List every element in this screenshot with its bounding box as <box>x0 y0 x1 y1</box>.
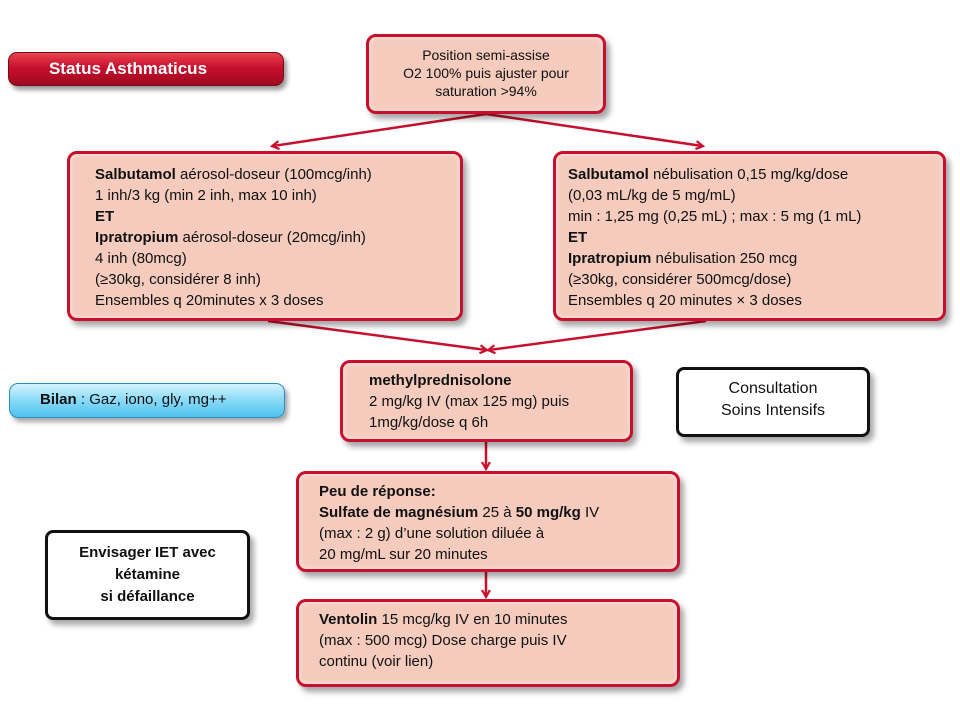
bilan-text: : Gaz, iono, gly, mg++ <box>76 391 227 408</box>
page-title: Status Asthmaticus <box>48 59 208 78</box>
left-line-6: (≥30kg, considérer 8 inh) <box>95 271 261 288</box>
position-line-3: saturation >94% <box>435 83 537 99</box>
magnesium-line-2: Sulfate de magnésium 25 à 50 mg/kg IV <box>319 504 600 521</box>
right-line-3: min : 1,25 mg (0,25 mL) ; max : 5 mg (1 … <box>568 208 862 225</box>
salbutamol-aerosol-box: Salbutamol aérosol-doseur (100mcg/inh) 1… <box>67 151 463 321</box>
bilan-badge: Bilan : Gaz, iono, gly, mg++ <box>9 383 285 418</box>
magnesium-box: Peu de réponse: Sulfate de magnésium 25 … <box>296 471 680 572</box>
consult-line-1: Consultation <box>728 380 818 397</box>
left-line-4: Ipratropium aérosol-doseur (20mcg/inh) <box>95 229 366 246</box>
magnesium-line-3: (max : 2 g) d’une solution diluée à <box>319 525 545 542</box>
methyl-line-1: methylprednisolone <box>369 372 512 389</box>
consultation-box: Consultation Soins Intensifs <box>676 367 870 437</box>
ventolin-line-1: Ventolin 15 mcg/kg IV en 10 minutes <box>319 611 568 628</box>
magnesium-line-4: 20 mg/mL sur 20 minutes <box>319 546 488 563</box>
ventolin-line-3: continu (voir lien) <box>319 653 434 670</box>
salbutamol-nebulisation-box: Salbutamol nébulisation 0,15 mg/kg/dose … <box>553 151 946 321</box>
arrow-left-to-methyl <box>267 319 486 350</box>
consult-line-2: Soins Intensifs <box>720 402 826 419</box>
left-line-7: Ensembles q 20minutes x 3 doses <box>95 292 324 309</box>
left-line-2: 1 inh/3 kg (min 2 inh, max 10 inh) <box>95 187 317 204</box>
right-line-1: Salbutamol nébulisation 0,15 mg/kg/dose <box>568 166 849 183</box>
title-badge: Status Asthmaticus <box>8 52 284 86</box>
position-box: Position semi-assise O2 100% puis ajuste… <box>366 34 606 114</box>
right-line-2: (0,03 mL/kg de 5 mg/mL) <box>568 187 736 204</box>
bilan-label: Bilan <box>40 391 77 408</box>
ventolin-box: Ventolin 15 mcg/kg IV en 10 minutes (max… <box>296 599 680 687</box>
methyl-line-3: 1mg/kg/dose q 6h <box>369 414 489 431</box>
right-line-5: Ipratropium nébulisation 250 mcg <box>568 250 798 267</box>
position-line-1: Position semi-assise <box>422 47 550 63</box>
methyl-line-2: 2 mg/kg IV (max 125 mg) puis <box>369 393 570 410</box>
left-line-1: Salbutamol aérosol-doseur (100mcg/inh) <box>95 166 372 183</box>
left-line-3: ET <box>95 208 115 225</box>
arrow-position-to-right <box>485 112 702 146</box>
left-line-5: 4 inh (80mcg) <box>95 250 187 267</box>
iet-line-1: Envisager IET avec <box>79 544 216 561</box>
iet-line-3: si défaillance <box>100 588 195 605</box>
arrow-right-to-methyl <box>489 319 707 350</box>
magnesium-line-1: Peu de réponse: <box>319 483 436 500</box>
right-line-7: Ensembles q 20 minutes × 3 doses <box>568 292 802 309</box>
ventolin-line-2: (max : 500 mcg) Dose charge puis IV <box>319 632 567 649</box>
methylprednisolone-box: methylprednisolone 2 mg/kg IV (max 125 m… <box>340 360 633 442</box>
position-line-2: O2 100% puis ajuster pour <box>403 65 569 81</box>
right-line-4: ET <box>568 229 588 246</box>
iet-line-2: kétamine <box>114 566 181 583</box>
arrow-position-to-left <box>273 112 487 146</box>
iet-box: Envisager IET avec kétamine si défaillan… <box>45 530 250 620</box>
right-line-6: (≥30kg, considérer 500mcg/dose) <box>568 271 792 288</box>
